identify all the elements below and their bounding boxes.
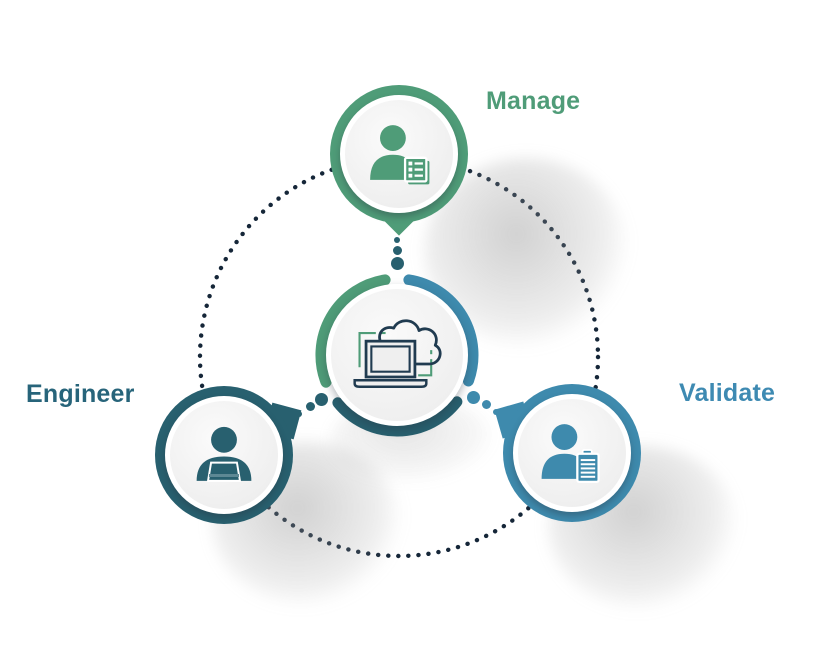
connector-dot	[466, 390, 480, 404]
connector-dot	[392, 246, 402, 255]
validate-inner-disc	[513, 394, 631, 512]
connector-dot	[394, 237, 400, 243]
validate-label: Validate	[679, 379, 776, 407]
connector-dot	[314, 392, 328, 406]
hub-ring-segments	[315, 274, 479, 437]
hub-inner-disc	[326, 284, 468, 426]
engineer-inner-disc	[165, 396, 283, 514]
engineer-label: Engineer	[26, 380, 135, 408]
center-hub	[315, 273, 479, 437]
manage-label: Manage	[486, 87, 581, 115]
laptop-cloud-icon	[353, 319, 442, 388]
person-report-icon	[370, 125, 430, 185]
node-circle-manage	[330, 85, 468, 223]
connector-dot	[493, 409, 499, 415]
connector-dot	[305, 402, 315, 411]
person-laptop-icon	[196, 426, 252, 482]
connector-dot	[296, 411, 302, 417]
manage-inner-disc	[340, 95, 458, 213]
node-circle-validate	[503, 384, 641, 522]
node-circle-engineer	[155, 386, 293, 524]
connector-dot	[390, 257, 404, 270]
connector-dot	[481, 400, 491, 409]
person-clipboard-icon	[541, 424, 600, 484]
